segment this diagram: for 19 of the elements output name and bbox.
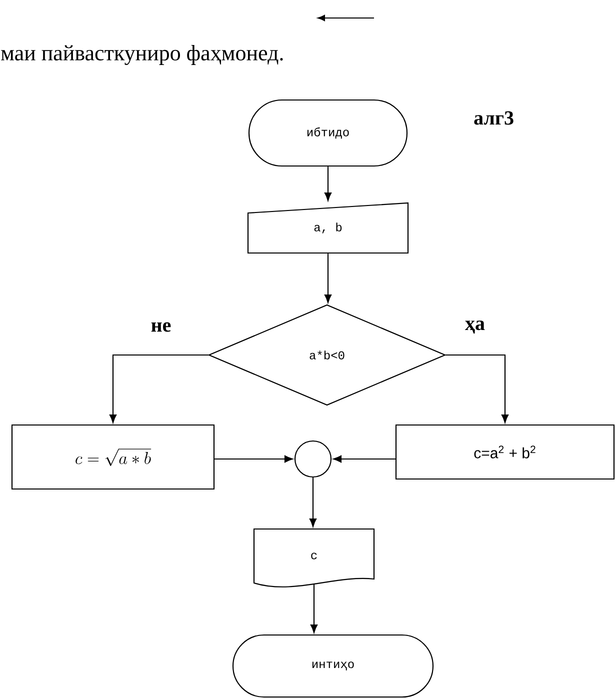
arrow	[309, 478, 317, 527]
input-box: a, b	[247, 202, 409, 254]
output-box: c	[253, 528, 375, 588]
instruction-text: маи пайвасткуниро фаҳмонед.	[1, 45, 283, 65]
arrow	[446, 354, 509, 423]
terminal-box: ибтидо	[248, 99, 408, 167]
edge-label: ҳа	[464, 320, 486, 334]
arrow	[333, 455, 396, 463]
arrow	[324, 254, 332, 303]
process-box: c=a$^{2}$ + b$^{2}$	[395, 424, 615, 480]
algorithm-label: алг3	[474, 111, 514, 125]
arrow	[214, 455, 293, 463]
process-box: $c = \sqrt{a * b}$	[11, 424, 215, 490]
arrow	[310, 584, 318, 633]
terminal-box: интиҳо	[232, 634, 434, 698]
connector-circle	[294, 440, 332, 478]
arrow	[109, 354, 208, 423]
arrow	[324, 166, 332, 201]
edge-label: не	[150, 321, 172, 333]
